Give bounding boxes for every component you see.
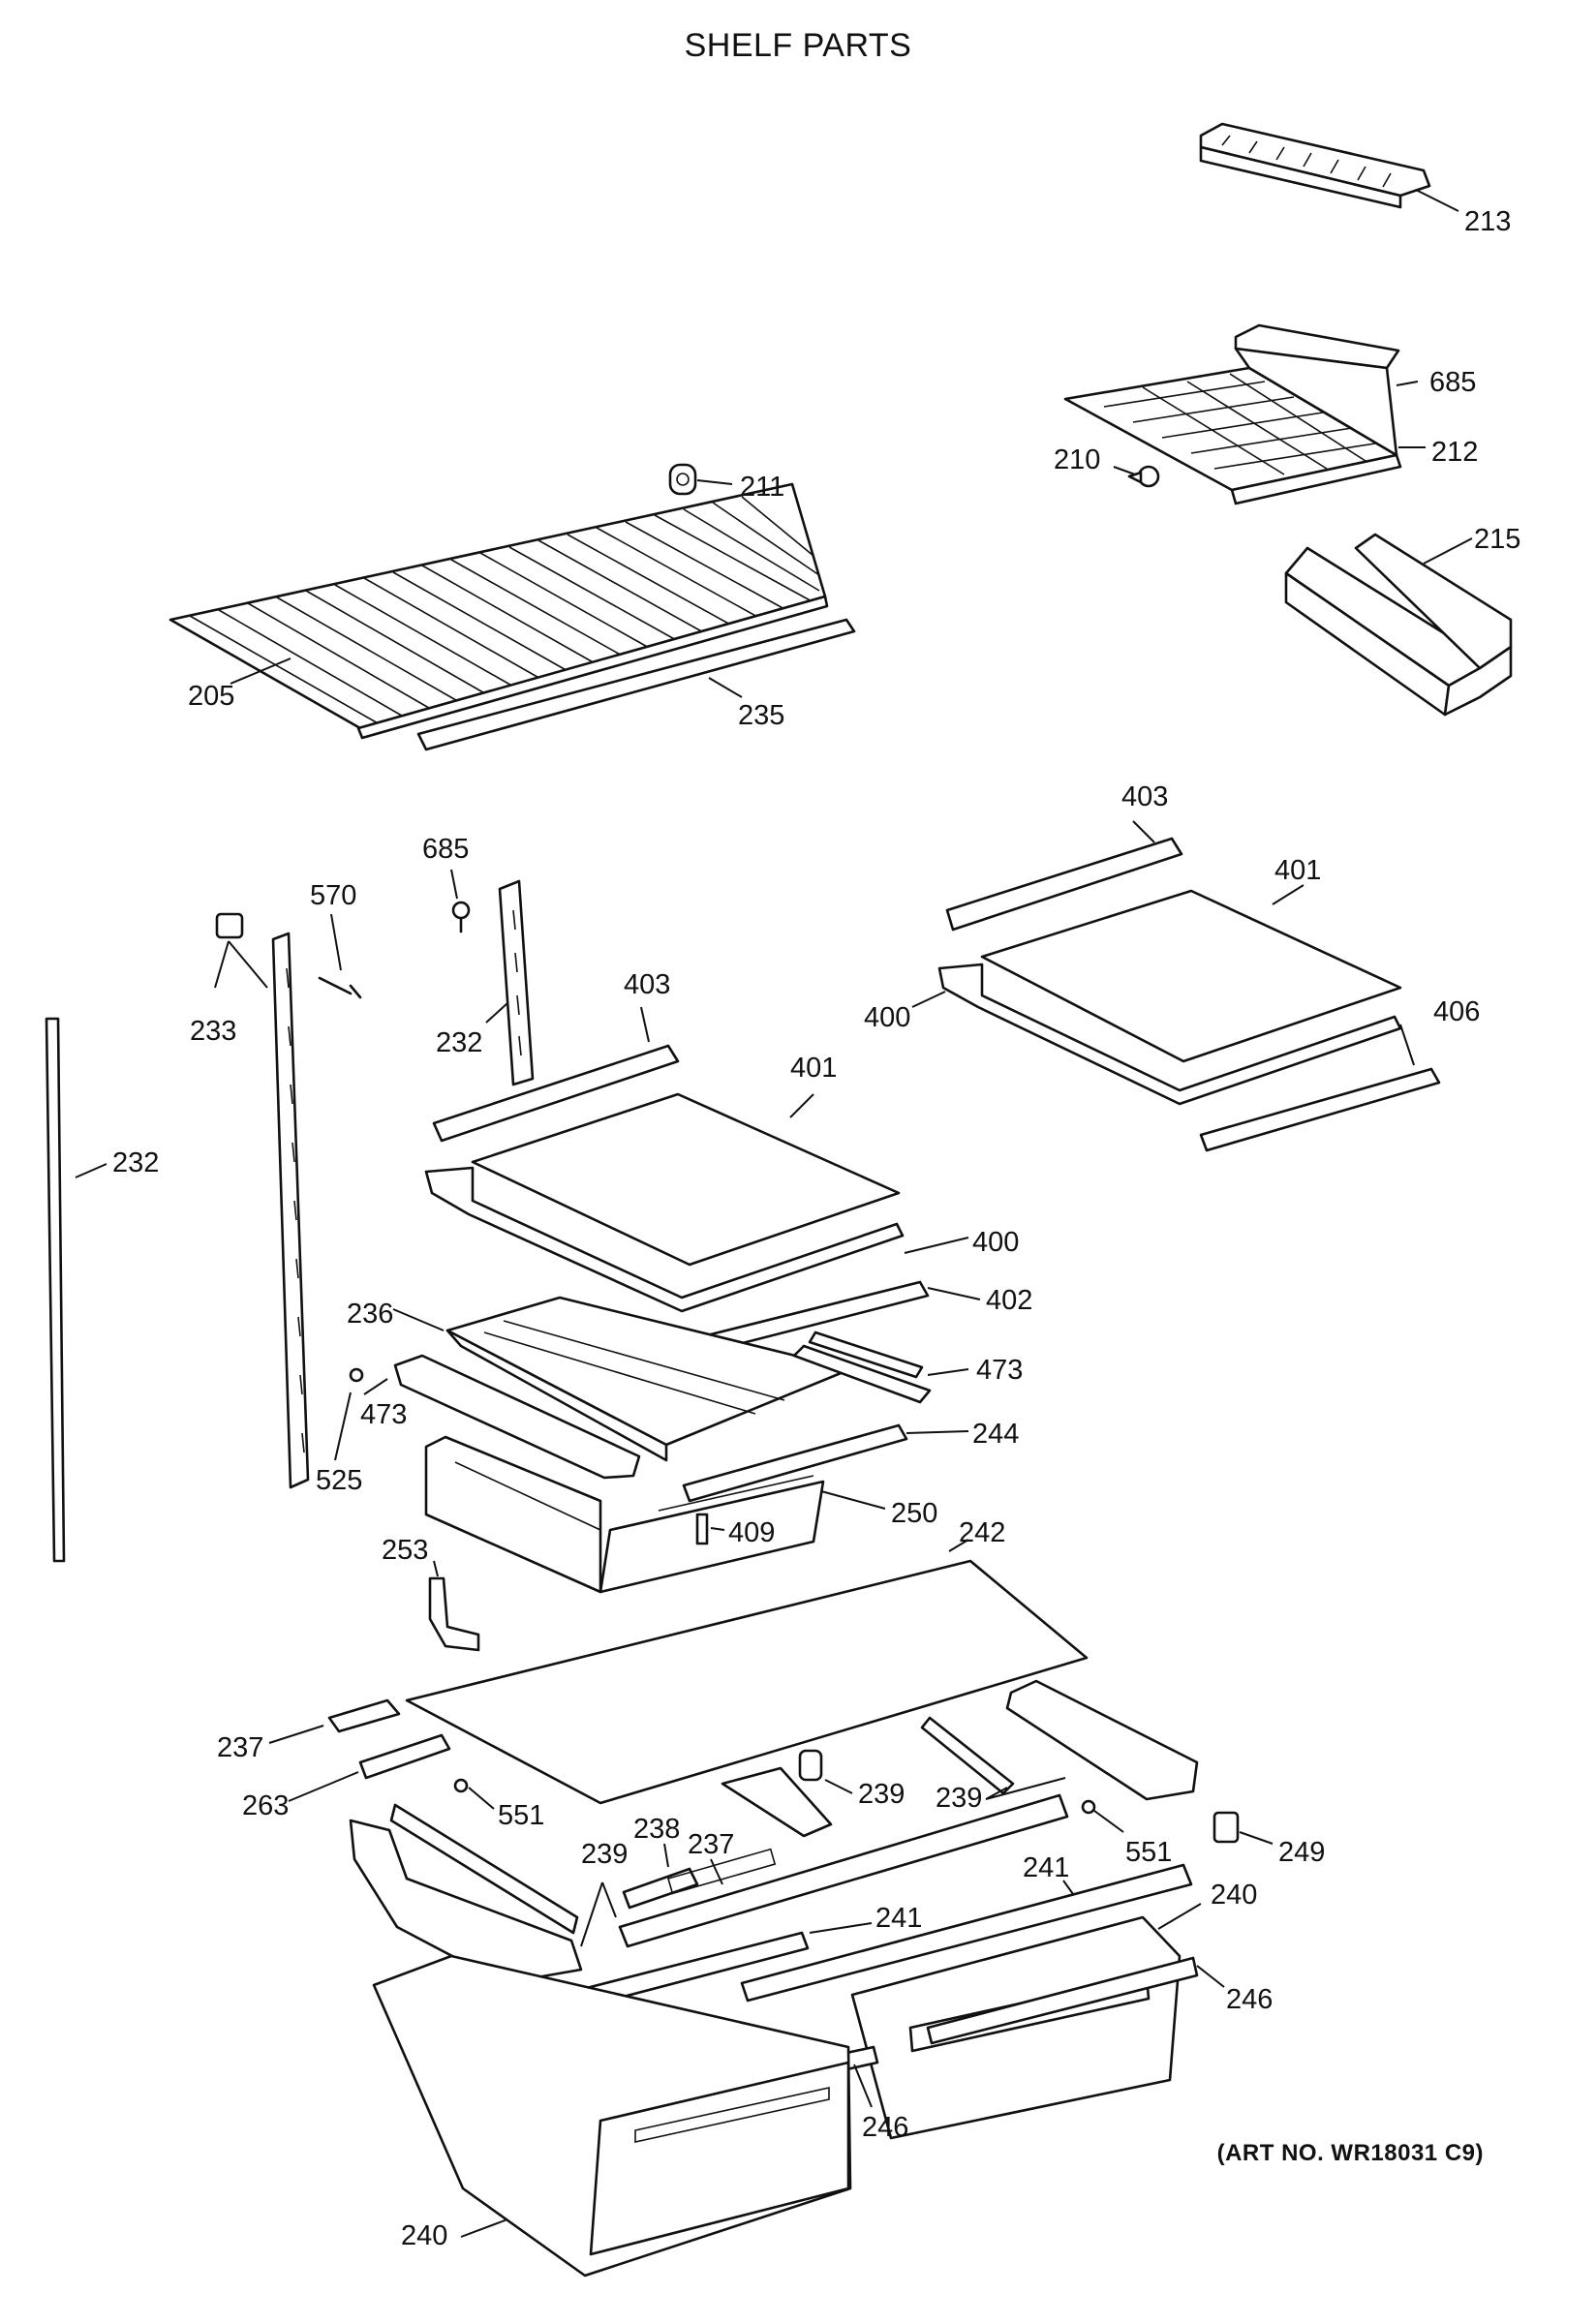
part-210-screw[interactable] (1127, 465, 1160, 488)
part-551-screw-left[interactable] (453, 1778, 469, 1793)
part-401-glass-shelf-upper[interactable] (980, 889, 1402, 1063)
callout-249: 249 (1278, 1837, 1325, 1868)
callout-210: 210 (1054, 444, 1100, 475)
callout-473-left: 473 (360, 1399, 407, 1430)
callout-238: 238 (633, 1814, 680, 1845)
part-235-shelf-trim[interactable] (416, 618, 856, 751)
part-241-drawer-trim-right[interactable] (740, 1863, 1193, 2003)
part-403-shelf-trim-center[interactable] (432, 1044, 680, 1143)
callout-241-right: 241 (1023, 1852, 1069, 1883)
callout-401: 401 (1274, 855, 1321, 886)
callout-237: 237 (217, 1732, 263, 1763)
part-401-glass-shelf-center[interactable] (471, 1092, 901, 1267)
callout-263: 263 (242, 1790, 289, 1821)
callout-401-center: 401 (790, 1053, 837, 1084)
callout-685: 685 (1429, 367, 1476, 398)
part-409-label[interactable] (695, 1513, 709, 1545)
callout-406: 406 (1433, 996, 1480, 1027)
part-250-pan-frame[interactable] (424, 1435, 825, 1594)
part-237-support-left[interactable] (327, 1698, 401, 1733)
callout-246-left: 246 (862, 2112, 908, 2143)
callout-246: 246 (1226, 1984, 1273, 2015)
part-246-handle-right[interactable] (926, 1956, 1199, 2045)
callout-253: 253 (382, 1535, 428, 1566)
part-685-screw[interactable] (451, 901, 471, 933)
callout-551-right: 551 (1125, 1837, 1172, 1868)
part-237-support-center[interactable] (618, 1793, 1069, 1948)
art-number: (ART NO. WR18031 C9) (1216, 2140, 1484, 2166)
callout-473: 473 (976, 1355, 1023, 1386)
part-236-crisper-cover[interactable] (445, 1296, 852, 1462)
part-473-slide-right[interactable] (792, 1330, 932, 1404)
callout-551: 551 (498, 1800, 544, 1831)
callout-235: 235 (738, 700, 784, 731)
part-211-clip[interactable] (668, 463, 697, 496)
part-253-bracket[interactable] (428, 1576, 480, 1652)
callout-244: 244 (972, 1419, 1019, 1450)
callout-239-right: 239 (936, 1783, 982, 1814)
callout-236: 236 (347, 1299, 393, 1330)
callout-232-center: 232 (436, 1027, 482, 1058)
callout-242: 242 (959, 1517, 1005, 1548)
callout-525: 525 (316, 1465, 362, 1496)
callout-237-center: 237 (688, 1829, 734, 1860)
part-249-switch[interactable] (1212, 1811, 1240, 1844)
callout-211: 211 (740, 472, 784, 503)
part-213-ice-tray[interactable] (1199, 122, 1431, 209)
callout-409: 409 (728, 1517, 775, 1548)
part-400-shelf-frame-upper[interactable] (937, 963, 1402, 1106)
callout-240-left: 240 (401, 2220, 447, 2251)
part-403-shelf-trim-upper[interactable] (945, 837, 1183, 932)
part-232-shelf-rail-left[interactable] (45, 1017, 66, 1563)
part-233-cap[interactable] (215, 912, 244, 939)
callout-232: 232 (112, 1147, 159, 1178)
callout-240: 240 (1211, 1880, 1257, 1911)
part-205-wire-shelf[interactable] (169, 482, 829, 740)
part-406-shelf-trim[interactable] (1199, 1067, 1441, 1152)
callout-400: 400 (864, 1002, 910, 1033)
callout-239: 239 (858, 1779, 905, 1810)
callout-241: 241 (875, 1903, 922, 1934)
page-title: SHELF PARTS (684, 27, 912, 64)
callout-570: 570 (310, 880, 356, 911)
callout-400-center: 400 (972, 1227, 1019, 1258)
part-473-screw[interactable] (349, 1367, 364, 1383)
part-239-support-center[interactable] (721, 1749, 833, 1838)
part-244-cover-trim[interactable] (682, 1423, 908, 1503)
part-570-screw[interactable] (318, 976, 362, 999)
callout-215: 215 (1474, 524, 1520, 555)
callout-403-center: 403 (624, 969, 670, 1000)
part-212-ice-rack[interactable] (1063, 323, 1402, 505)
callout-250: 250 (891, 1498, 937, 1529)
part-215-bin[interactable] (1284, 533, 1513, 717)
callout-685-center: 685 (422, 834, 469, 865)
callout-212: 212 (1431, 437, 1478, 468)
callout-213: 213 (1464, 206, 1511, 237)
callout-403: 403 (1121, 781, 1168, 812)
part-232-shelf-rail-center[interactable] (498, 879, 535, 1086)
callout-233: 233 (190, 1016, 236, 1047)
part-232-shelf-rail-mid[interactable] (271, 932, 310, 1489)
part-400-shelf-frame-center[interactable] (424, 1166, 905, 1313)
part-242-crisper-glass[interactable] (405, 1559, 1089, 1805)
callout-402: 402 (986, 1285, 1032, 1316)
part-239-rail-right[interactable] (920, 1679, 1199, 1801)
callout-205: 205 (188, 681, 234, 712)
part-551-screw-right[interactable] (1081, 1799, 1096, 1815)
part-263-rail[interactable] (358, 1733, 451, 1780)
part-240-drawer-left[interactable] (372, 1954, 852, 2278)
callout-239-left: 239 (581, 1839, 628, 1870)
part-238-pad[interactable] (622, 1867, 699, 1910)
part-239-side-left[interactable] (349, 1803, 583, 1985)
part-473-slide-left[interactable] (393, 1354, 641, 1480)
